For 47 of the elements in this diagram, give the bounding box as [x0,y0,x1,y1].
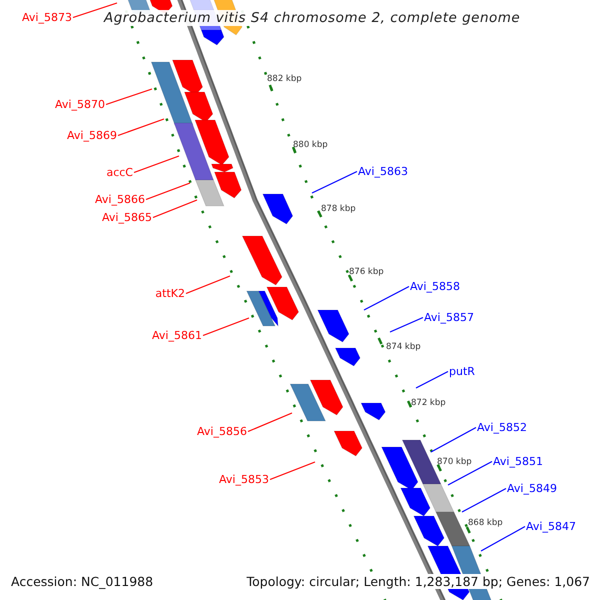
leader-line [448,461,492,486]
scale-label: 880 kbp [293,140,328,150]
gene-label: Avi_5858 [410,280,460,293]
gene-label: accC [106,166,133,179]
gene-label: Avi_5873 [22,11,72,24]
leader-line [202,317,250,336]
gene-label: Avi_5863 [358,165,408,178]
leader-line [462,488,506,512]
leader-line [134,155,180,174]
gene-label: Avi_5857 [424,311,474,324]
leader-line [72,2,118,18]
leader-line [152,199,198,218]
leader-line [146,182,190,200]
gene-label: Avi_5847 [526,520,576,533]
leader-line [416,371,448,388]
gene-label: Avi_5856 [197,425,247,438]
leader-line [480,526,526,552]
scale-label: 872 kbp [411,398,446,408]
gene-label: putR [449,365,475,378]
leader-line [430,427,476,452]
scale-label: 876 kbp [349,267,384,277]
scale-label: 870 kbp [437,457,472,467]
leader-line [270,461,316,480]
gene-label: Avi_5853 [219,473,269,486]
gene-label: Avi_5865 [102,211,152,224]
gene-label: Avi_5849 [507,482,557,495]
leader-line [364,286,410,310]
leader-line [106,88,152,106]
scale-label: 874 kbp [386,342,421,352]
leader-line [312,171,358,194]
leader-line [118,118,164,136]
leader-line [186,275,230,294]
title: Agrobacterium vitis S4 chromosome 2, complete genome [104,10,520,26]
gene-label: attK2 [155,287,185,300]
leader-line [390,317,424,332]
gene-label: Avi_5852 [477,421,527,434]
gene-label: Avi_5869 [67,129,117,142]
gene-label: Avi_5870 [55,98,105,111]
gene-label: Avi_5861 [152,329,202,342]
scale-label: 868 kbp [468,518,503,528]
gene-label: Avi_5866 [95,193,145,206]
genome-info-label: Topology: circular; Length: 1,283,187 bp; Genes: 1,067 [244,574,592,589]
gene-label: Avi_5851 [493,455,543,468]
leader-line [248,412,292,432]
scale-label: 878 kbp [321,204,356,214]
scale-label: 882 kbp [267,74,302,84]
accession-label: Accession: NC_011988 [9,574,156,589]
